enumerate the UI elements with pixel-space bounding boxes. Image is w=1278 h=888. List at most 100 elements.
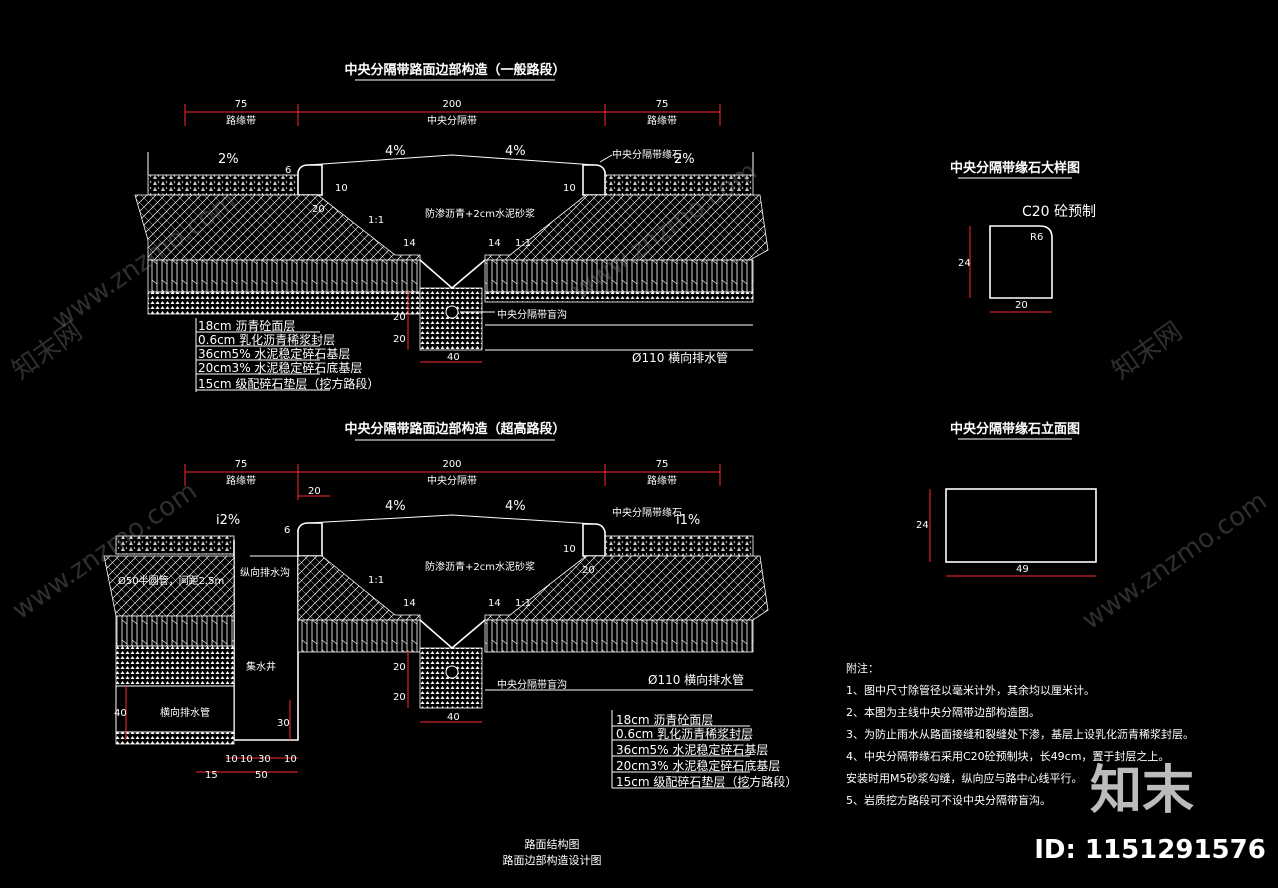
b-dim-left-75: 75 xyxy=(235,459,248,470)
curb-width: 20 xyxy=(1015,300,1028,311)
curb-height: 24 xyxy=(958,258,971,269)
b-dim-10c: 10 xyxy=(284,754,297,765)
top-ten-right: 10 xyxy=(563,183,576,194)
top-section: 中央分隔带路面边部构造（一般路段） 75 200 75 路缘带 中央分隔带 路缘… xyxy=(134,62,769,392)
top-fourteen-right: 14 xyxy=(488,238,501,249)
b-layer-3: 36cm5% 水泥稳定碎石基层 xyxy=(616,742,768,757)
top-pipe-label: Ø110 横向排水管 xyxy=(632,350,728,365)
label-middle-band: 中央分隔带 xyxy=(427,114,477,127)
curb-detail-shape xyxy=(989,225,1053,299)
b-twenty: 20 xyxy=(582,565,595,576)
curb-elevation-shape xyxy=(945,488,1097,563)
top-drain-pipe xyxy=(445,305,459,319)
right-subbase xyxy=(484,259,754,293)
top-layer-5: 15cm 级配碎石垫层（挖方路段） xyxy=(198,376,379,391)
top-drain-h1: 20 xyxy=(393,312,406,323)
top-curb-h: 6 xyxy=(285,165,291,176)
slope-mid-left: 4% xyxy=(385,144,406,159)
b-layer-1: 18cm 沥青砼面层 xyxy=(616,713,713,727)
top-layer-legend: 18cm 沥青砼面层 0.6cm 乳化沥青稀浆封层 36cm5% 水泥稳定碎石基… xyxy=(195,318,379,392)
top-drain-label: 中央分隔带盲沟 xyxy=(497,308,567,321)
dim-middle-200: 200 xyxy=(442,99,461,110)
b-label-left-band: 路缘带 xyxy=(226,474,256,487)
well-label: 集水井 xyxy=(246,660,276,673)
b-drain-label: 中央分隔带盲沟 xyxy=(497,678,567,691)
half-pipe-label: Ø50半圆管，间距2.5m xyxy=(118,574,224,587)
bottom-drain-pipe xyxy=(445,665,459,679)
b-curb-label: 中央分隔带缘石 xyxy=(612,506,682,519)
left-curb xyxy=(297,164,323,196)
b-left-subbase xyxy=(115,615,235,647)
top-dimension-line xyxy=(184,104,721,126)
top-fourteen-left: 14 xyxy=(403,238,416,249)
b-layer-4: 20cm3% 水泥稳定碎石底基层 xyxy=(616,758,780,773)
dim-left-75: 75 xyxy=(235,99,248,110)
top-layer-3: 36cm5% 水泥稳定碎石基层 xyxy=(198,346,350,361)
b-right-subbase xyxy=(484,619,754,653)
top-layer-4: 20cm3% 水泥稳定碎石底基层 xyxy=(198,360,362,375)
bottom-section-title: 中央分隔带路面边部构造（超高路段） xyxy=(344,421,565,437)
b-right-asphalt xyxy=(604,535,754,557)
watermark-id: ID: 1151291576 xyxy=(1034,835,1266,865)
top-ratio-left: 1:1 xyxy=(368,215,384,226)
left-subbase xyxy=(147,259,421,293)
notes-heading: 附注： xyxy=(846,661,879,675)
bottom-section: 中央分隔带路面边部构造（超高路段） 75 200 75 路缘带 中央分隔带 路缘… xyxy=(103,421,797,789)
b-label-right-band: 路缘带 xyxy=(647,474,677,487)
b-drain-h1: 20 xyxy=(393,662,406,673)
b-fourteen-left: 14 xyxy=(403,598,416,609)
curb-detail: 中央分隔带缘石大样图 C20 砼预制 R6 24 20 xyxy=(950,160,1096,313)
b-dim-middle-200: 200 xyxy=(442,459,461,470)
slope-left: 2% xyxy=(218,152,239,167)
b-dim-50: 50 xyxy=(255,770,268,781)
b-left-cushion xyxy=(115,645,235,687)
label-left-band: 路缘带 xyxy=(226,114,256,127)
b-dim-right-75: 75 xyxy=(656,459,669,470)
b-layer-2: 0.6cm 乳化沥青稀浆封层 xyxy=(616,726,753,741)
b-mid-left-base xyxy=(297,555,421,621)
top-layer-2: 0.6cm 乳化沥青稀浆封层 xyxy=(198,332,335,347)
watermark-cn-2: 知末网 xyxy=(1107,316,1188,385)
note-4: 4、中央分隔带缘石采用C20砼预制块，长49cm，置于封层之上。 xyxy=(846,749,1169,763)
label-right-band: 路缘带 xyxy=(647,114,677,127)
footer-line-2: 路面边部构造设计图 xyxy=(503,853,602,867)
dim-right-75: 75 xyxy=(656,99,669,110)
b-layer-5: 15cm 级配碎石垫层（挖方路段） xyxy=(616,774,797,789)
b-left-curb xyxy=(297,522,323,557)
left-cushion xyxy=(147,291,421,315)
b-ratio-right: 1:1 xyxy=(515,598,531,609)
b-right-curb xyxy=(582,523,606,557)
b-pipe-label: Ø110 横向排水管 xyxy=(648,672,744,687)
b-slope-left: i2% xyxy=(216,513,240,528)
b-dim-10b: 10 xyxy=(240,754,253,765)
elev-length: 49 xyxy=(1016,564,1029,575)
b-well-40: 40 xyxy=(114,708,127,719)
top-ten-left: 10 xyxy=(335,183,348,194)
elev-height: 24 xyxy=(916,520,929,531)
top-blind-drain xyxy=(419,287,483,351)
right-cushion xyxy=(484,291,754,303)
curb-elevation-title: 中央分隔带缘石立面图 xyxy=(950,421,1080,437)
b-fourteen-right: 14 xyxy=(488,598,501,609)
b-dim-15: 15 xyxy=(205,770,218,781)
top-ratio-right: 1:1 xyxy=(515,238,531,249)
b-curb-h: 6 xyxy=(284,525,290,536)
note-3: 3、为防止雨水从路面接缝和裂缝处下渗，基层上设乳化沥青稀浆封层。 xyxy=(846,727,1194,741)
b-drain-h2: 20 xyxy=(393,692,406,703)
right-curb xyxy=(582,164,606,196)
top-section-title: 中央分隔带路面边部构造（一般路段） xyxy=(344,62,565,78)
b-slope-mid-right: 4% xyxy=(505,499,526,514)
watermark-site-4: www.znzmo.com xyxy=(1077,486,1273,636)
top-layer-1: 18cm 沥青砼面层 xyxy=(198,319,295,333)
b-slope-mid-left: 4% xyxy=(385,499,406,514)
b-dim-10a: 10 xyxy=(225,754,238,765)
b-well-30v: 30 xyxy=(277,718,290,729)
long-drain-label: 纵向排水沟 xyxy=(240,566,290,579)
top-fill-note: 防渗沥青+2cm水泥砂浆 xyxy=(425,207,535,220)
bottom-layer-legend: 18cm 沥青砼面层 0.6cm 乳化沥青稀浆封层 36cm5% 水泥稳定碎石基… xyxy=(611,710,797,789)
b-fill-note: 防渗沥青+2cm水泥砂浆 xyxy=(425,560,535,573)
b-label-middle-band: 中央分隔带 xyxy=(427,474,477,487)
b-mid-left-subbase xyxy=(297,619,421,653)
top-twenty: 20 xyxy=(312,204,325,215)
